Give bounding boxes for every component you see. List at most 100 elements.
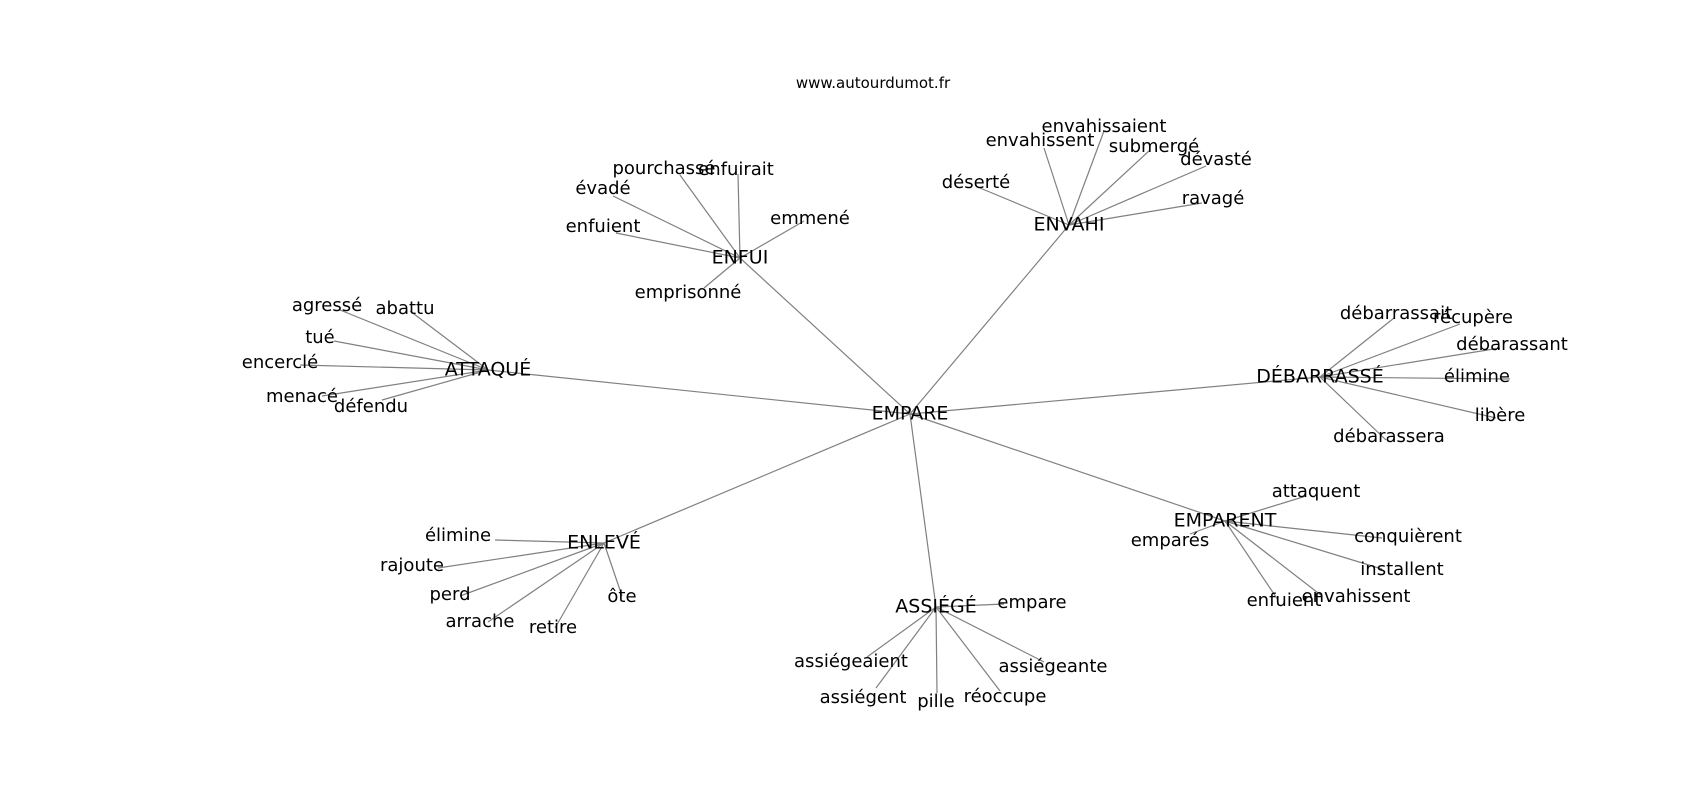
edge-enleve-leaf xyxy=(437,542,605,569)
leaf-word: submergé xyxy=(1109,136,1199,157)
edge-debarrasse-leaf xyxy=(1319,323,1461,378)
edge-assiege-leaf xyxy=(935,606,1045,663)
edge-center-enleve xyxy=(603,413,911,544)
edge-emparent-leaf xyxy=(1224,520,1279,601)
leaf-word: emparés xyxy=(1131,530,1210,551)
center-word: EMPARE xyxy=(872,403,949,425)
edge-envahi-leaf xyxy=(1068,130,1105,226)
leaf-word: pille xyxy=(917,691,955,712)
edge-center-assiege xyxy=(909,413,937,608)
leaf-word: débarrassait xyxy=(1340,303,1452,324)
edge-envahi-leaf xyxy=(1068,202,1203,226)
edge-enleve-leaf xyxy=(459,542,605,597)
leaf-word: conquièrent xyxy=(1354,526,1462,547)
edge-center-attaque xyxy=(487,369,911,415)
hub-word-enleve: ENLEVÉ xyxy=(567,531,641,554)
edge-enleve-leaf xyxy=(487,542,605,623)
edge-attaque-leaf xyxy=(299,364,489,371)
leaf-word: ravagé xyxy=(1182,188,1245,209)
leaf-word: dévasté xyxy=(1180,149,1252,170)
leaf-word: tué xyxy=(305,327,335,348)
edge-assiege-leaf xyxy=(875,606,937,689)
edge-emparent-leaf xyxy=(1189,520,1226,535)
hub-word-debarrasse: DÉBARRASSÉ xyxy=(1256,365,1383,388)
edge-center-enfui xyxy=(739,257,911,415)
leaf-word: envahissent xyxy=(986,130,1095,151)
edge-enleve-leaf xyxy=(494,539,605,544)
edges-layer xyxy=(299,130,1511,694)
leaf-word: rajoute xyxy=(380,555,444,576)
leaf-word: enfuirait xyxy=(698,159,774,180)
hub-word-attaque: ATTAQUÉ xyxy=(445,358,531,381)
leaf-word: élimine xyxy=(1444,366,1510,387)
leaf-word: empare xyxy=(997,592,1066,613)
leaf-word: retire xyxy=(529,617,577,638)
edge-attaque-leaf xyxy=(321,369,489,397)
leaf-word: perd xyxy=(429,584,470,605)
leaf-word: assiégeante xyxy=(999,656,1108,677)
edge-debarrasse-leaf xyxy=(1319,376,1511,380)
leaf-word: assiégeaient xyxy=(794,651,908,672)
leaf-word: déserté xyxy=(942,172,1010,193)
edge-debarrasse-leaf xyxy=(1319,376,1497,419)
hub-word-enfui: ENFUI xyxy=(712,247,769,269)
leaf-word: emmené xyxy=(770,208,850,229)
hub-word-emparent: EMPARENT xyxy=(1174,510,1277,532)
edge-enfui-leaf xyxy=(615,232,741,259)
edge-enleve-leaf xyxy=(603,542,623,597)
leaf-word: libère xyxy=(1475,405,1526,426)
edge-enfui-leaf xyxy=(737,173,741,259)
edge-debarrasse-leaf xyxy=(1319,376,1387,441)
leaf-word: pourchassé xyxy=(612,158,715,179)
edge-enfui-leaf xyxy=(739,220,805,259)
edge-enfui-leaf xyxy=(703,257,741,289)
edge-attaque-leaf xyxy=(333,340,489,371)
edge-assiege-leaf xyxy=(935,606,1001,692)
leaf-word: débarassant xyxy=(1456,334,1568,355)
leaf-word: encerclé xyxy=(242,352,318,373)
leaf-word: enfuient xyxy=(566,216,641,237)
leaf-word: envahissent xyxy=(1302,586,1411,607)
edge-assiege-leaf xyxy=(935,606,938,694)
edge-attaque-leaf xyxy=(339,309,489,371)
leaf-word: réoccupe xyxy=(964,686,1047,707)
edge-assiege-leaf xyxy=(935,603,1005,608)
edge-emparent-leaf xyxy=(1224,520,1323,597)
edge-center-debarrasse xyxy=(909,376,1321,415)
edge-envahi-leaf xyxy=(1068,165,1207,226)
edge-assiege-leaf xyxy=(866,606,937,658)
leaf-word: emprisonné xyxy=(635,282,742,303)
leaf-word: récupère xyxy=(1433,307,1513,328)
edge-attaque-leaf xyxy=(381,369,489,401)
leaf-word: défendu xyxy=(334,396,408,417)
edge-center-emparent xyxy=(909,413,1226,522)
leaf-word: arrache xyxy=(446,611,515,632)
leaf-word: élimine xyxy=(425,525,491,546)
edge-emparent-leaf xyxy=(1224,520,1383,570)
leaf-word: enfuient xyxy=(1247,590,1322,611)
edge-attaque-leaf xyxy=(409,310,489,371)
edge-emparent-leaf xyxy=(1224,520,1383,539)
leaf-word: évadé xyxy=(575,178,630,199)
edge-enleve-leaf xyxy=(554,542,605,629)
leaf-word: abattu xyxy=(375,298,434,319)
edge-envahi-leaf xyxy=(1068,149,1151,226)
edge-enfui-leaf xyxy=(612,195,741,259)
leaf-word: ôte xyxy=(607,586,636,607)
leaf-word: débarassera xyxy=(1333,426,1445,447)
edge-envahi-leaf xyxy=(1043,147,1070,226)
hub-word-assiege: ASSIÉGÉ xyxy=(895,595,976,618)
labels-layer: www.autourdumot.fr pourchasséenfuiraitév… xyxy=(242,74,1568,712)
leaf-word: assiégent xyxy=(820,687,907,708)
leaf-word: installent xyxy=(1360,559,1443,580)
edge-envahi-leaf xyxy=(979,187,1070,226)
edge-enfui-leaf xyxy=(679,174,741,259)
leaf-word: agressé xyxy=(292,295,362,316)
edge-debarrasse-leaf xyxy=(1319,347,1501,378)
edge-emparent-leaf xyxy=(1224,495,1307,522)
edge-debarrasse-leaf xyxy=(1319,317,1395,378)
edge-center-envahi xyxy=(909,224,1070,415)
hub-word-envahi: ENVAHI xyxy=(1034,214,1105,236)
leaf-word: envahissaient xyxy=(1042,116,1167,137)
